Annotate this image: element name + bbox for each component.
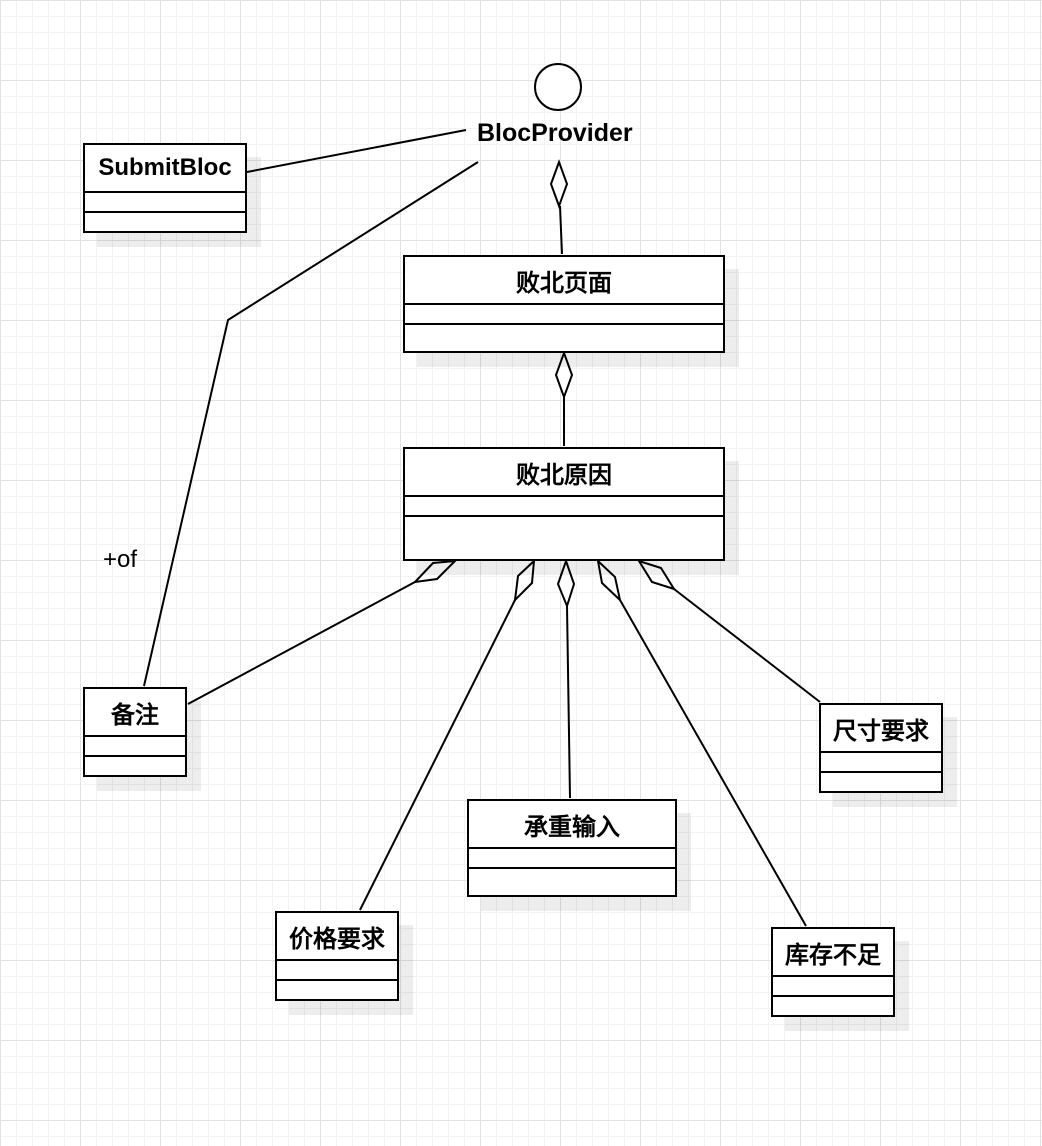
class-attributes <box>773 977 893 997</box>
class-name: 库存不足 <box>773 929 893 977</box>
aggregation-failure-reason-remark[interactable] <box>187 581 416 705</box>
aggregation-diamond-icon <box>596 558 622 603</box>
role-label-of: +of <box>103 546 138 573</box>
class-attributes <box>405 305 723 325</box>
class-size-requirement[interactable]: 尺寸要求 <box>819 703 943 793</box>
aggregation-diamond-icon <box>412 559 458 584</box>
class-operations <box>405 517 723 559</box>
class-remark[interactable]: 备注 <box>83 687 187 777</box>
interface-name[interactable]: BlocProvider <box>477 119 633 147</box>
class-attributes <box>821 753 941 773</box>
class-name: 价格要求 <box>277 913 397 961</box>
class-stock-shortage[interactable]: 库存不足 <box>771 927 895 1017</box>
class-name: SubmitBloc <box>85 145 245 193</box>
aggregation-failure-reason-stock[interactable] <box>619 599 807 927</box>
class-operations <box>821 773 941 791</box>
class-attributes <box>469 849 675 869</box>
class-price-requirement[interactable]: 价格要求 <box>275 911 399 1001</box>
interface-lollipop-icon <box>534 63 582 111</box>
aggregation-failure-reason-size[interactable] <box>673 588 821 703</box>
class-attributes <box>85 737 185 757</box>
aggregation-diamond-icon <box>554 350 574 400</box>
class-name: 承重输入 <box>469 801 675 849</box>
aggregation-diamond-icon <box>549 159 569 209</box>
class-name: 败北原因 <box>405 449 723 497</box>
class-operations <box>405 325 723 351</box>
class-operations <box>85 213 245 231</box>
aggregation-diamond-icon <box>556 557 576 609</box>
class-failure-page[interactable]: 败北页面 <box>403 255 725 353</box>
class-submitbloc[interactable]: SubmitBloc <box>83 143 247 233</box>
aggregation-diamond-icon <box>636 559 677 591</box>
class-operations <box>773 997 893 1015</box>
aggregation-diamond-icon <box>513 558 536 603</box>
aggregation-failure-reason-price[interactable] <box>359 599 516 911</box>
class-name: 备注 <box>85 689 185 737</box>
class-attributes <box>277 961 397 981</box>
class-load-input[interactable]: 承重输入 <box>467 799 677 897</box>
class-operations <box>277 981 397 999</box>
class-attributes <box>85 193 245 213</box>
association-submitbloc-blocprovider[interactable] <box>246 129 467 173</box>
class-name: 尺寸要求 <box>821 705 941 753</box>
class-name: 败北页面 <box>405 257 723 305</box>
class-failure-reason[interactable]: 败北原因 <box>403 447 725 561</box>
aggregation-blocprovider-failure-page[interactable] <box>559 205 563 255</box>
class-operations <box>469 869 675 895</box>
class-operations <box>85 757 185 775</box>
class-attributes <box>405 497 723 517</box>
aggregation-failure-reason-load[interactable] <box>566 605 571 799</box>
association-blocprovider-remark[interactable] <box>143 161 479 687</box>
